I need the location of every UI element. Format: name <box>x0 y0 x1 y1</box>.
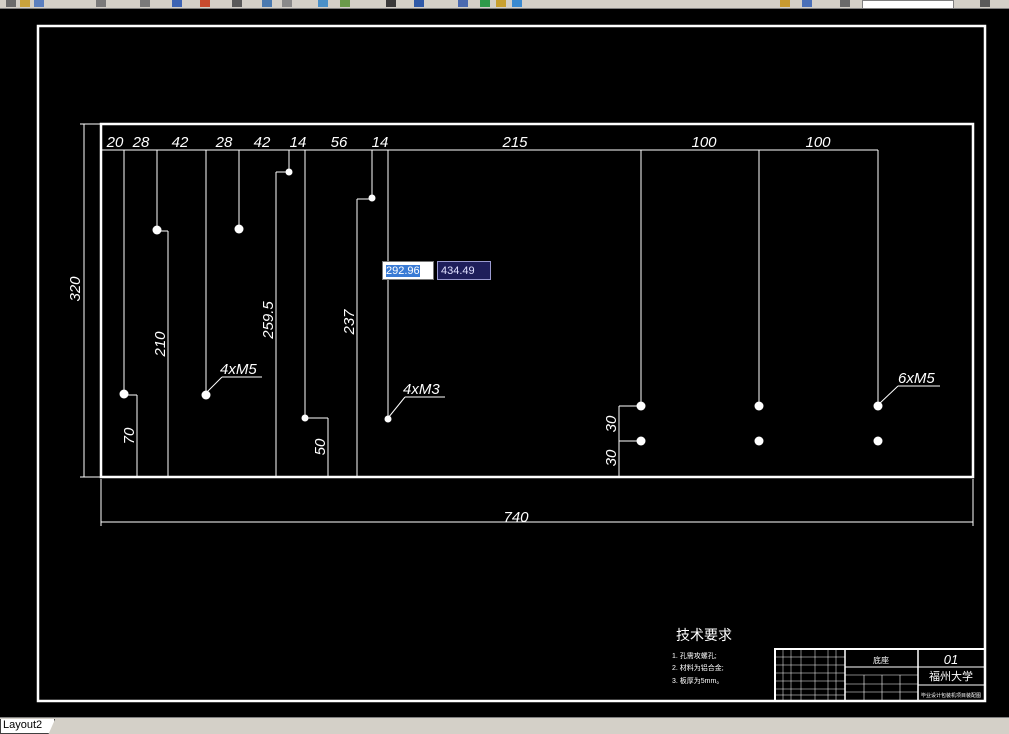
toolbar-icon[interactable] <box>802 0 812 7</box>
dim-text: 237 <box>341 309 358 336</box>
plate-outline <box>99 122 975 479</box>
hole <box>636 436 646 446</box>
vertical-scrollbar[interactable] <box>990 9 1009 717</box>
toolbar-icon[interactable] <box>512 0 522 7</box>
dynamic-input-x-value: 292.96 <box>386 265 420 277</box>
toolbar-icon[interactable] <box>980 0 990 7</box>
callout-text: 6xM5 <box>898 370 935 387</box>
dim-text: 30 <box>603 415 620 432</box>
hole <box>301 414 309 422</box>
toolbar-icon[interactable] <box>96 0 106 7</box>
dim-text-total-height: 320 <box>67 276 84 302</box>
part-name: 底座 <box>873 655 889 665</box>
dim-text: 70 <box>121 427 138 444</box>
callout-text: 4xM3 <box>403 381 440 398</box>
drawing-number: 01 <box>944 652 958 667</box>
toolbar-icon[interactable] <box>414 0 424 7</box>
dim-text: 100 <box>805 134 831 151</box>
toolbar-dropdown[interactable] <box>862 0 954 8</box>
toolbar-icon[interactable] <box>480 0 490 7</box>
toolbar-icon[interactable] <box>840 0 850 7</box>
dim-text: 14 <box>372 134 389 151</box>
toolbar-icon[interactable] <box>140 0 150 7</box>
hole <box>754 436 764 446</box>
toolbar-icon[interactable] <box>780 0 790 7</box>
hole <box>152 225 162 235</box>
hole <box>119 389 129 399</box>
notes-item: 3. 板厚为5mm。 <box>672 676 723 685</box>
hole <box>201 390 211 400</box>
dim-text: 42 <box>172 134 189 151</box>
dim-text: 42 <box>254 134 271 151</box>
title-block <box>774 648 986 702</box>
toolbar-icon[interactable] <box>262 0 272 7</box>
hole <box>368 194 376 202</box>
drawing-svg: 20 28 42 28 42 14 56 14 215 100 100 740 … <box>36 24 987 703</box>
toolbar-icon[interactable] <box>386 0 396 7</box>
hole <box>285 168 293 176</box>
tab-layout2[interactable]: Layout2 <box>0 719 56 734</box>
toolbar <box>0 0 1009 9</box>
toolbar-icon[interactable] <box>340 0 350 7</box>
notes-item: 1. 孔需攻螺孔; <box>672 651 717 660</box>
dim-text: 100 <box>691 134 717 151</box>
notes-title: 技术要求 <box>676 627 732 643</box>
dim-text: 30 <box>603 449 620 466</box>
drawing-canvas[interactable]: 20 28 42 28 42 14 56 14 215 100 100 740 … <box>0 9 1009 717</box>
toolbar-icon[interactable] <box>458 0 468 7</box>
hole <box>754 401 764 411</box>
hole <box>873 401 883 411</box>
dynamic-input-x[interactable]: 292.96 <box>382 261 434 280</box>
dim-text: 20 <box>106 134 124 151</box>
dim-text: 215 <box>501 134 528 151</box>
organization: 福州大学 <box>929 669 973 683</box>
project-name: 毕业设计包装机项目装配图 <box>921 692 981 699</box>
toolbar-icon[interactable] <box>282 0 292 7</box>
dim-text: 50 <box>312 438 329 455</box>
toolbar-icon[interactable] <box>200 0 210 7</box>
toolbar-icon[interactable] <box>34 0 44 7</box>
dim-text: 14 <box>290 134 307 151</box>
toolbar-icon[interactable] <box>172 0 182 7</box>
toolbar-icon[interactable] <box>20 0 30 7</box>
drawing-frame <box>36 24 987 703</box>
dim-text: 56 <box>331 134 348 151</box>
hole <box>636 401 646 411</box>
hole <box>384 415 392 423</box>
dynamic-input-y[interactable]: 434.49 <box>437 261 491 280</box>
hole <box>234 224 244 234</box>
notes-item: 2. 材料为铝合金; <box>672 663 724 672</box>
hole <box>873 436 883 446</box>
toolbar-icon[interactable] <box>232 0 242 7</box>
toolbar-icon[interactable] <box>318 0 328 7</box>
toolbar-icon[interactable] <box>6 0 16 7</box>
dim-text: 28 <box>215 134 233 151</box>
dim-text: 28 <box>132 134 150 151</box>
layout-tab-bar: Layout2 <box>0 717 1009 734</box>
dim-text-total-width: 740 <box>503 509 529 526</box>
toolbar-icon[interactable] <box>496 0 506 7</box>
dim-text: 210 <box>152 331 169 358</box>
callout-text: 4xM5 <box>220 361 257 378</box>
dim-text: 259.5 <box>260 301 277 340</box>
